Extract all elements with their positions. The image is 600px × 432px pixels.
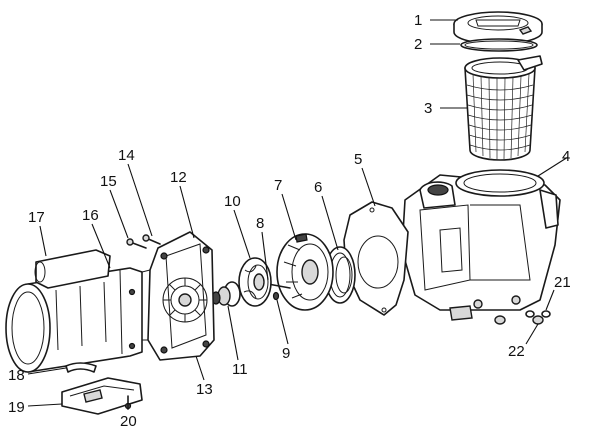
callout-12: 12 <box>170 169 187 186</box>
callout-3: 3 <box>424 100 432 117</box>
part-drain-o-ring <box>525 310 551 318</box>
part-drain-plug <box>494 315 544 325</box>
callout-9: 9 <box>282 345 290 362</box>
callout-16: 16 <box>82 207 99 224</box>
callout-5: 5 <box>354 151 362 168</box>
part-lid-o-ring <box>460 38 538 52</box>
callout-14: 14 <box>118 147 135 164</box>
callout-10: 10 <box>224 193 241 210</box>
callout-1: 1 <box>414 12 422 29</box>
callout-6: 6 <box>314 179 322 196</box>
callout-labels: 1 2 3 4 5 6 7 8 9 10 11 12 13 14 15 16 1… <box>8 12 571 430</box>
part-impeller <box>238 257 272 307</box>
part-screw-washer <box>272 291 280 301</box>
callout-19: 19 <box>8 399 25 416</box>
part-base-pad <box>65 362 97 373</box>
callout-7: 7 <box>274 177 282 194</box>
callout-20: 20 <box>120 413 137 430</box>
callout-11: 11 <box>232 361 248 378</box>
part-diffuser <box>276 233 334 311</box>
part-motor <box>5 249 143 373</box>
callout-2: 2 <box>414 36 422 53</box>
callout-18: 18 <box>8 367 25 384</box>
part-gasket <box>343 201 409 316</box>
callout-15: 15 <box>100 173 117 190</box>
callout-13: 13 <box>196 381 213 398</box>
callout-4: 4 <box>562 148 570 165</box>
callout-22: 22 <box>508 343 525 360</box>
part-shaft-seal <box>211 281 241 307</box>
callout-17: 17 <box>28 209 45 226</box>
part-bolt-15 <box>126 238 147 249</box>
part-bolt-14 <box>142 234 161 245</box>
part-seal-plate <box>139 231 215 361</box>
part-strainer-housing <box>401 169 561 321</box>
callout-21: 21 <box>554 274 571 291</box>
callout-8: 8 <box>256 215 264 232</box>
part-strainer-basket <box>464 55 543 161</box>
part-motor-base <box>61 377 143 415</box>
leader-lines <box>27 19 569 410</box>
